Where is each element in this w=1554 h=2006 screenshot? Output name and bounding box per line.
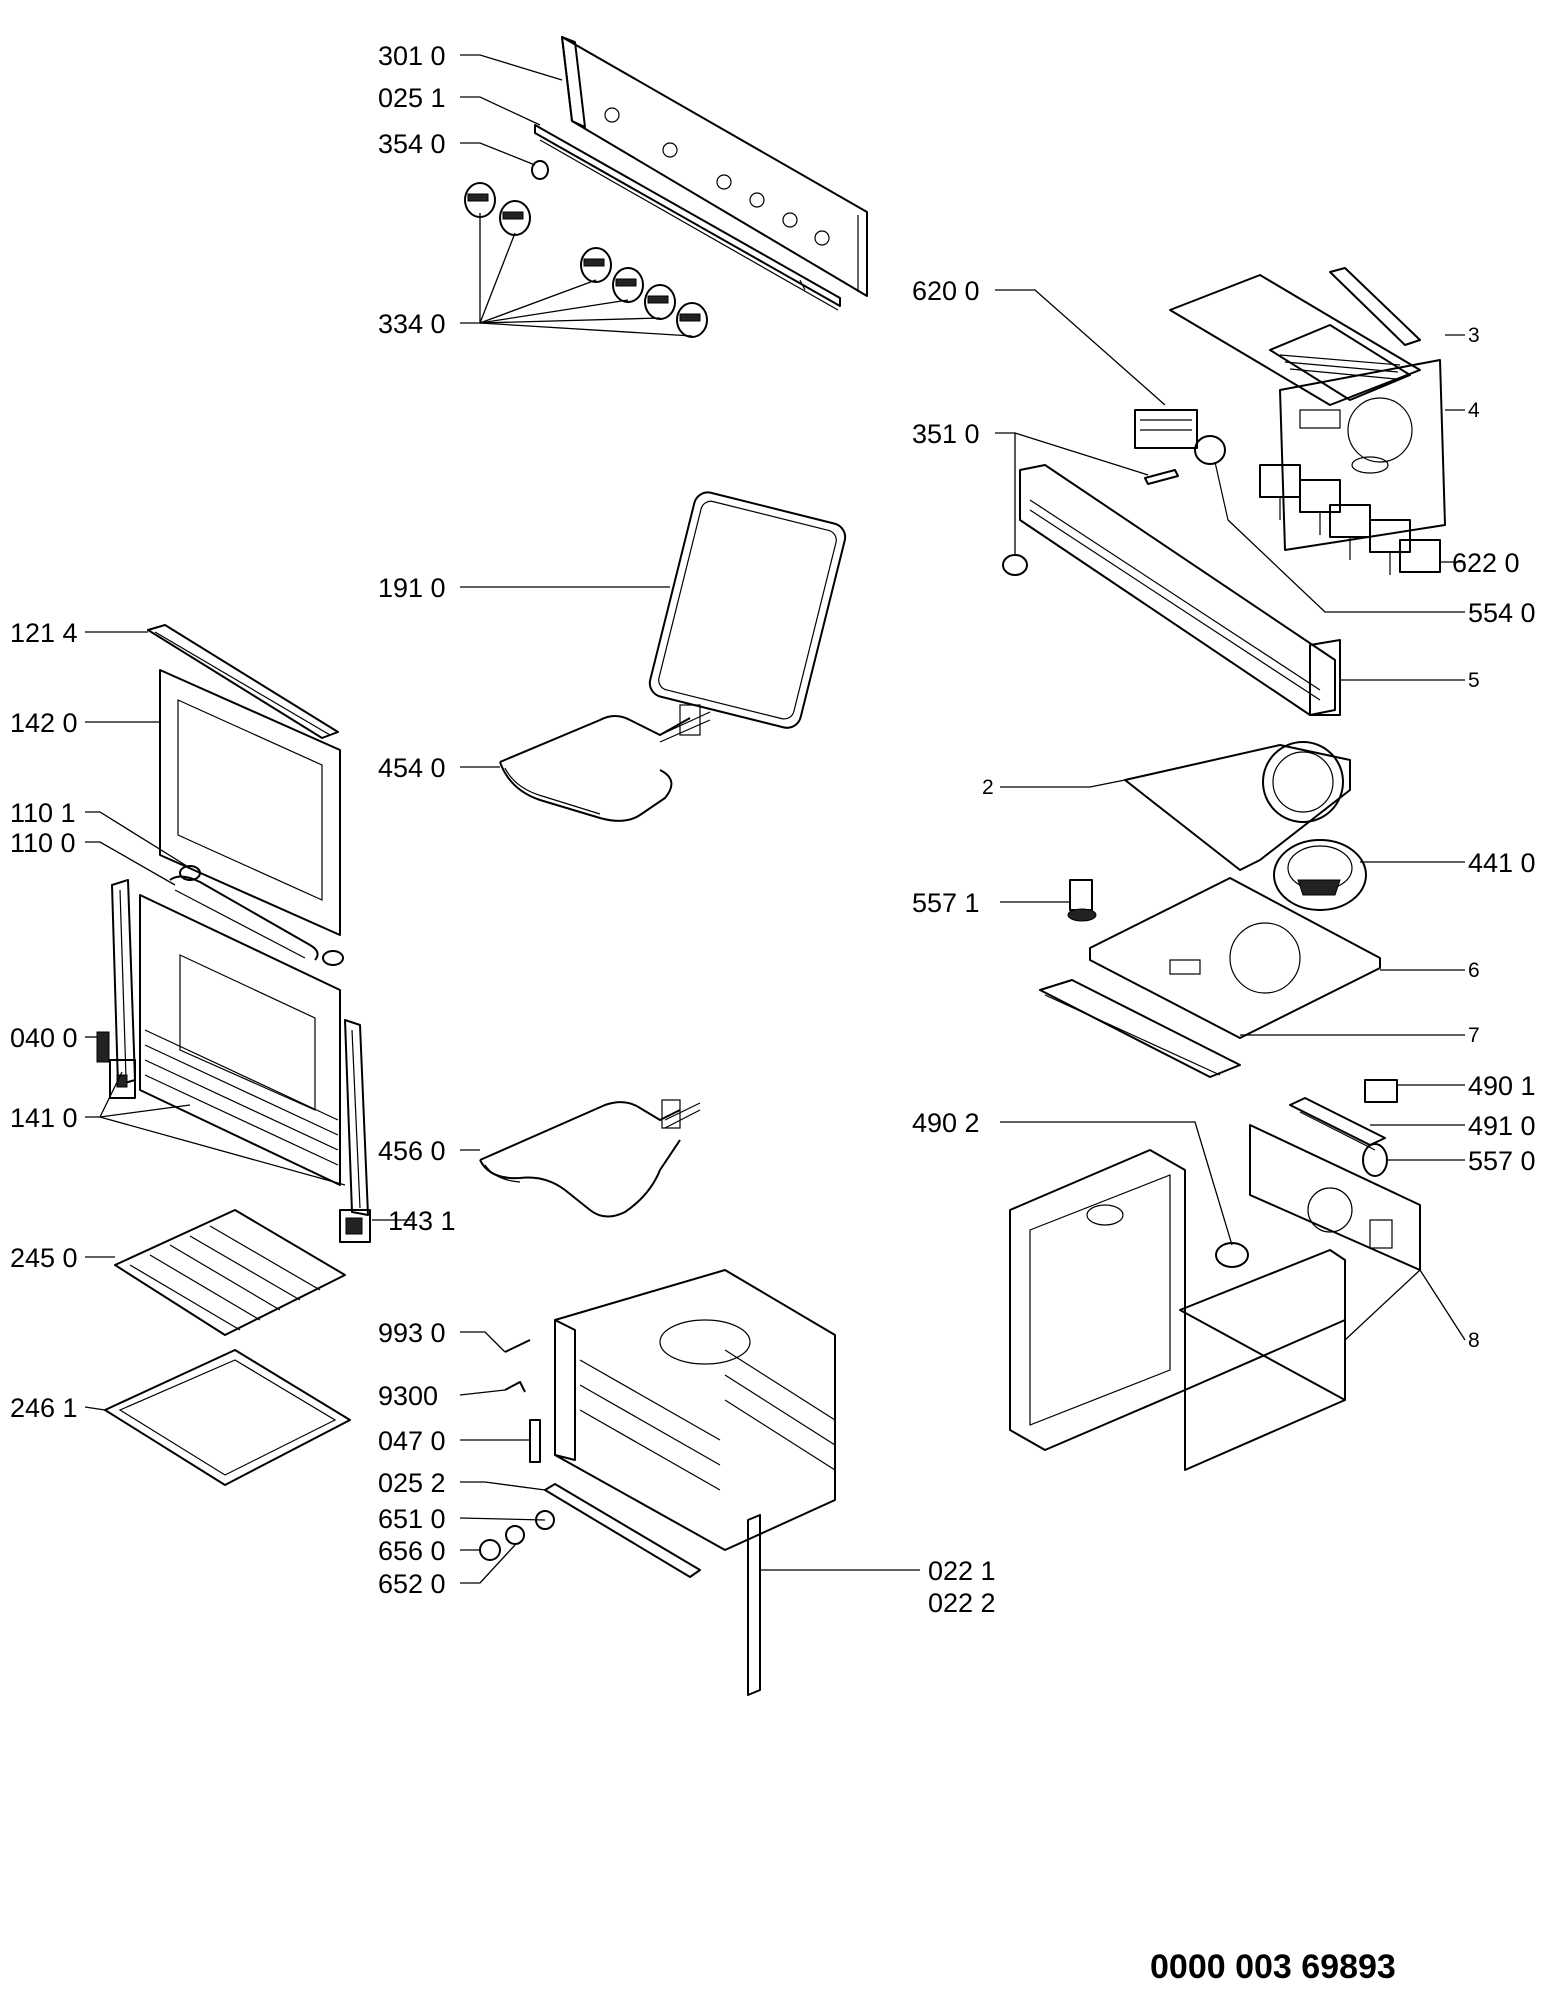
label-656-0: 656 0 <box>378 1536 446 1566</box>
side-runner <box>529 1419 541 1463</box>
fan-motor <box>1273 839 1367 911</box>
label-2: 2 <box>982 776 994 799</box>
label-9300: 9300 <box>378 1381 438 1411</box>
hinge-clip <box>109 1059 136 1099</box>
label-334-0: 334 0 <box>378 309 446 339</box>
label-554-0: 554 0 <box>1468 598 1536 628</box>
hinge-bracket <box>96 1031 110 1063</box>
baking-tray <box>104 1349 351 1486</box>
label-246-1: 246 1 <box>10 1393 78 1423</box>
label-441-0: 441 0 <box>1468 848 1536 878</box>
document-reference-number: 0000 003 69893 <box>1150 1948 1396 1986</box>
door-outer-panel <box>139 894 341 1186</box>
door-side-profile-left <box>111 879 136 1086</box>
label-993-0: 993 0 <box>378 1318 446 1348</box>
lamp-socket <box>505 1525 525 1545</box>
duct-plate <box>1039 979 1241 1078</box>
lamp-holder <box>1002 554 1028 576</box>
label-651-0: 651 0 <box>378 1504 446 1534</box>
fan-duct-cover <box>1124 741 1351 871</box>
knob-cap <box>531 160 549 180</box>
label-490-2: 490 2 <box>912 1108 980 1138</box>
front-bottom-rail <box>544 1483 701 1578</box>
label-022-1: 022 1 <box>928 1556 996 1586</box>
thermostat <box>1194 435 1229 521</box>
outer-casing <box>1009 1149 1346 1471</box>
label-557-0: 557 0 <box>1468 1146 1536 1176</box>
label-191-0: 191 0 <box>378 573 446 603</box>
control-panel-rail <box>534 124 841 311</box>
door-top-trim <box>147 624 339 739</box>
control-bracket-frame <box>1019 464 1341 716</box>
label-040-0: 040 0 <box>10 1023 78 1053</box>
screw <box>504 1339 531 1353</box>
top-cover-assembly <box>1169 267 1421 406</box>
door-gasket <box>648 491 847 729</box>
side-runner-strip <box>747 1514 761 1696</box>
label-143-1: 143 1 <box>388 1206 456 1236</box>
door-handle <box>169 865 344 966</box>
switch-bank <box>1259 464 1441 575</box>
lamp-cover <box>479 1539 501 1561</box>
clip <box>504 1381 526 1393</box>
label-121-4: 121 4 <box>10 618 78 648</box>
wire-shelf <box>114 1209 346 1336</box>
cable-grommet <box>1364 1079 1398 1103</box>
label-141-0: 141 0 <box>10 1103 78 1133</box>
control-panel-fascia <box>561 36 868 297</box>
label-491-0: 491 0 <box>1468 1111 1536 1141</box>
leader-lines <box>84 54 1466 1584</box>
label-025-1: 025 1 <box>378 83 446 113</box>
fan-rear-panel <box>1089 877 1381 1039</box>
selector-switch <box>1134 409 1198 449</box>
label-351-0: 351 0 <box>912 419 980 449</box>
label-4: 4 <box>1468 399 1480 422</box>
label-5: 5 <box>1468 669 1480 692</box>
label-301-0: 301 0 <box>378 41 446 71</box>
label-047-0: 047 0 <box>378 1426 446 1456</box>
label-022-2: 022 2 <box>928 1588 996 1618</box>
terminal-block <box>1289 1097 1386 1151</box>
rear-panel-assembly <box>1279 359 1446 551</box>
casing-rear-plate <box>1249 1124 1421 1271</box>
part-labels: 301 0 025 1 354 0 334 0 620 0 3 4 351 0 … <box>10 41 1536 1618</box>
label-354-0: 354 0 <box>378 129 446 159</box>
label-620-0: 620 0 <box>912 276 980 306</box>
label-490-1: 490 1 <box>1468 1071 1536 1101</box>
label-6: 6 <box>1468 959 1480 982</box>
label-557-1: 557 1 <box>912 888 980 918</box>
label-142-0: 142 0 <box>10 708 78 738</box>
grill-heating-element <box>499 704 711 822</box>
label-456-0: 456 0 <box>378 1136 446 1166</box>
label-025-2: 025 2 <box>378 1468 446 1498</box>
lower-heating-element <box>479 1099 701 1218</box>
oven-cavity <box>554 1269 836 1551</box>
label-622-0: 622 0 <box>1452 548 1520 578</box>
pin-part <box>1144 469 1179 485</box>
door-hinge-lower <box>339 1209 371 1243</box>
label-8: 8 <box>1468 1329 1480 1352</box>
door-inner-glass <box>159 669 341 936</box>
label-110-1: 110 1 <box>10 798 76 828</box>
thermal-cutout-upper <box>1067 879 1097 922</box>
label-3: 3 <box>1468 324 1480 347</box>
door-side-profile-right <box>344 1019 369 1216</box>
label-110-0: 110 0 <box>10 828 76 858</box>
label-652-0: 652 0 <box>378 1569 446 1599</box>
label-245-0: 245 0 <box>10 1243 78 1273</box>
label-454-0: 454 0 <box>378 753 446 783</box>
label-7: 7 <box>1468 1024 1480 1047</box>
control-knobs <box>464 182 708 338</box>
thermal-cutout-lower <box>1362 1143 1388 1177</box>
casing-foot <box>1215 1242 1249 1268</box>
